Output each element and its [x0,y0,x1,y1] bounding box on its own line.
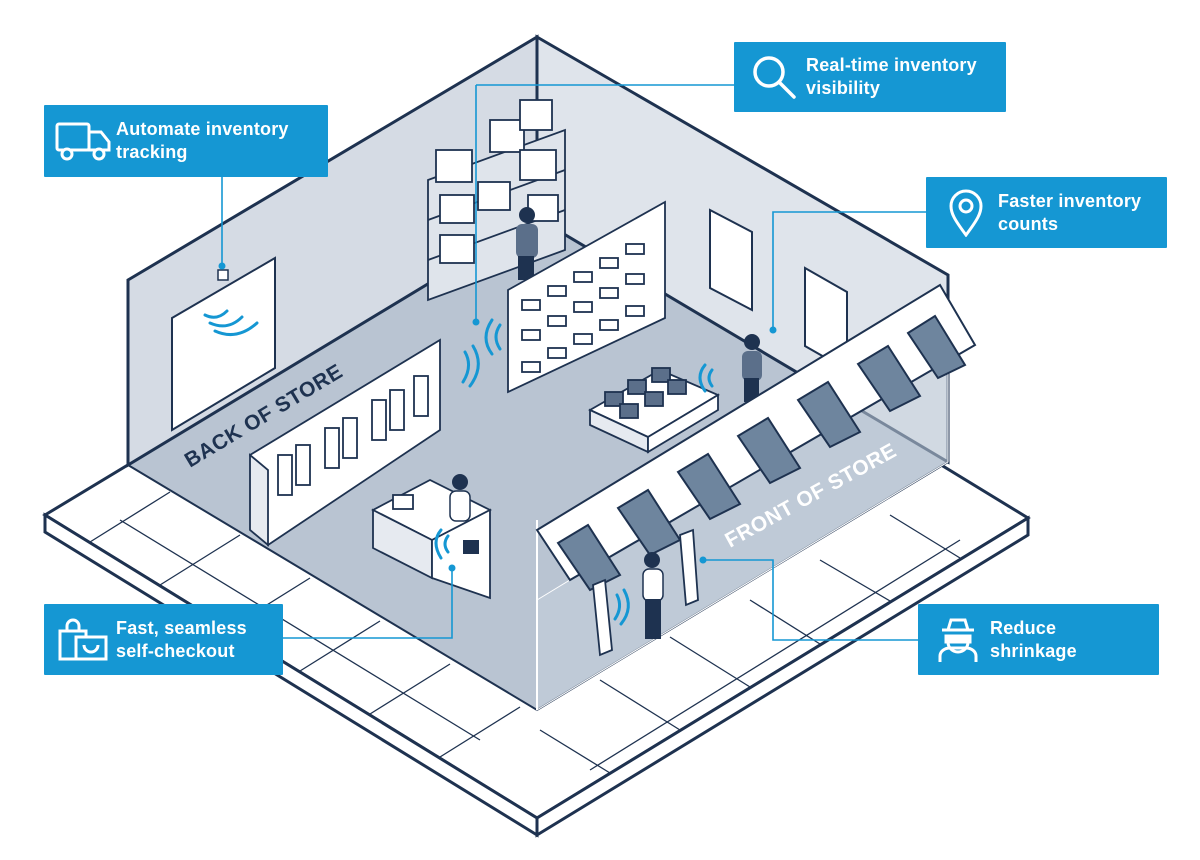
shopping-bags-icon [52,614,116,666]
security-gates [592,528,699,657]
callout-realtime-visibility: Real-time inventory visibility [734,42,1006,112]
worker-figure [516,207,538,280]
callout-visibility-line1: Real-time inventory [806,55,977,75]
staff-scanning-figure [742,334,762,402]
callout-checkout-line2: self-checkout [116,640,235,661]
callout-visibility-line2: visibility [806,78,881,98]
thief-icon [926,614,990,666]
callout-counts-line2: counts [998,213,1059,234]
customer-checkout-figure [449,474,479,554]
leader-dots [218,262,777,572]
rfid-signals [203,309,714,626]
center-shelving [507,200,666,394]
location-pin-icon [934,187,998,239]
truck-icon [52,115,116,167]
callout-checkout-line1: Fast, seamless [116,617,247,638]
back-door [171,256,276,432]
checkout-counter [371,478,492,600]
display-table [588,367,720,454]
clothing-racks [248,338,441,547]
callout-tracking-line1: Automate inventory [116,119,289,139]
callout-tracking-line2: tracking [116,142,188,162]
shopper-exiting-figure [642,552,664,639]
callout-leader-lines [221,84,926,641]
callout-shrinkage-line2: shrinkage [990,640,1077,661]
callout-counts-line1: Faster inventory [998,190,1142,211]
callout-automate-tracking: Automate inventory tracking [44,105,328,177]
callout-shrinkage-line1: Reduce [990,617,1057,638]
magnifier-icon [742,51,806,103]
store-awning [535,283,977,592]
